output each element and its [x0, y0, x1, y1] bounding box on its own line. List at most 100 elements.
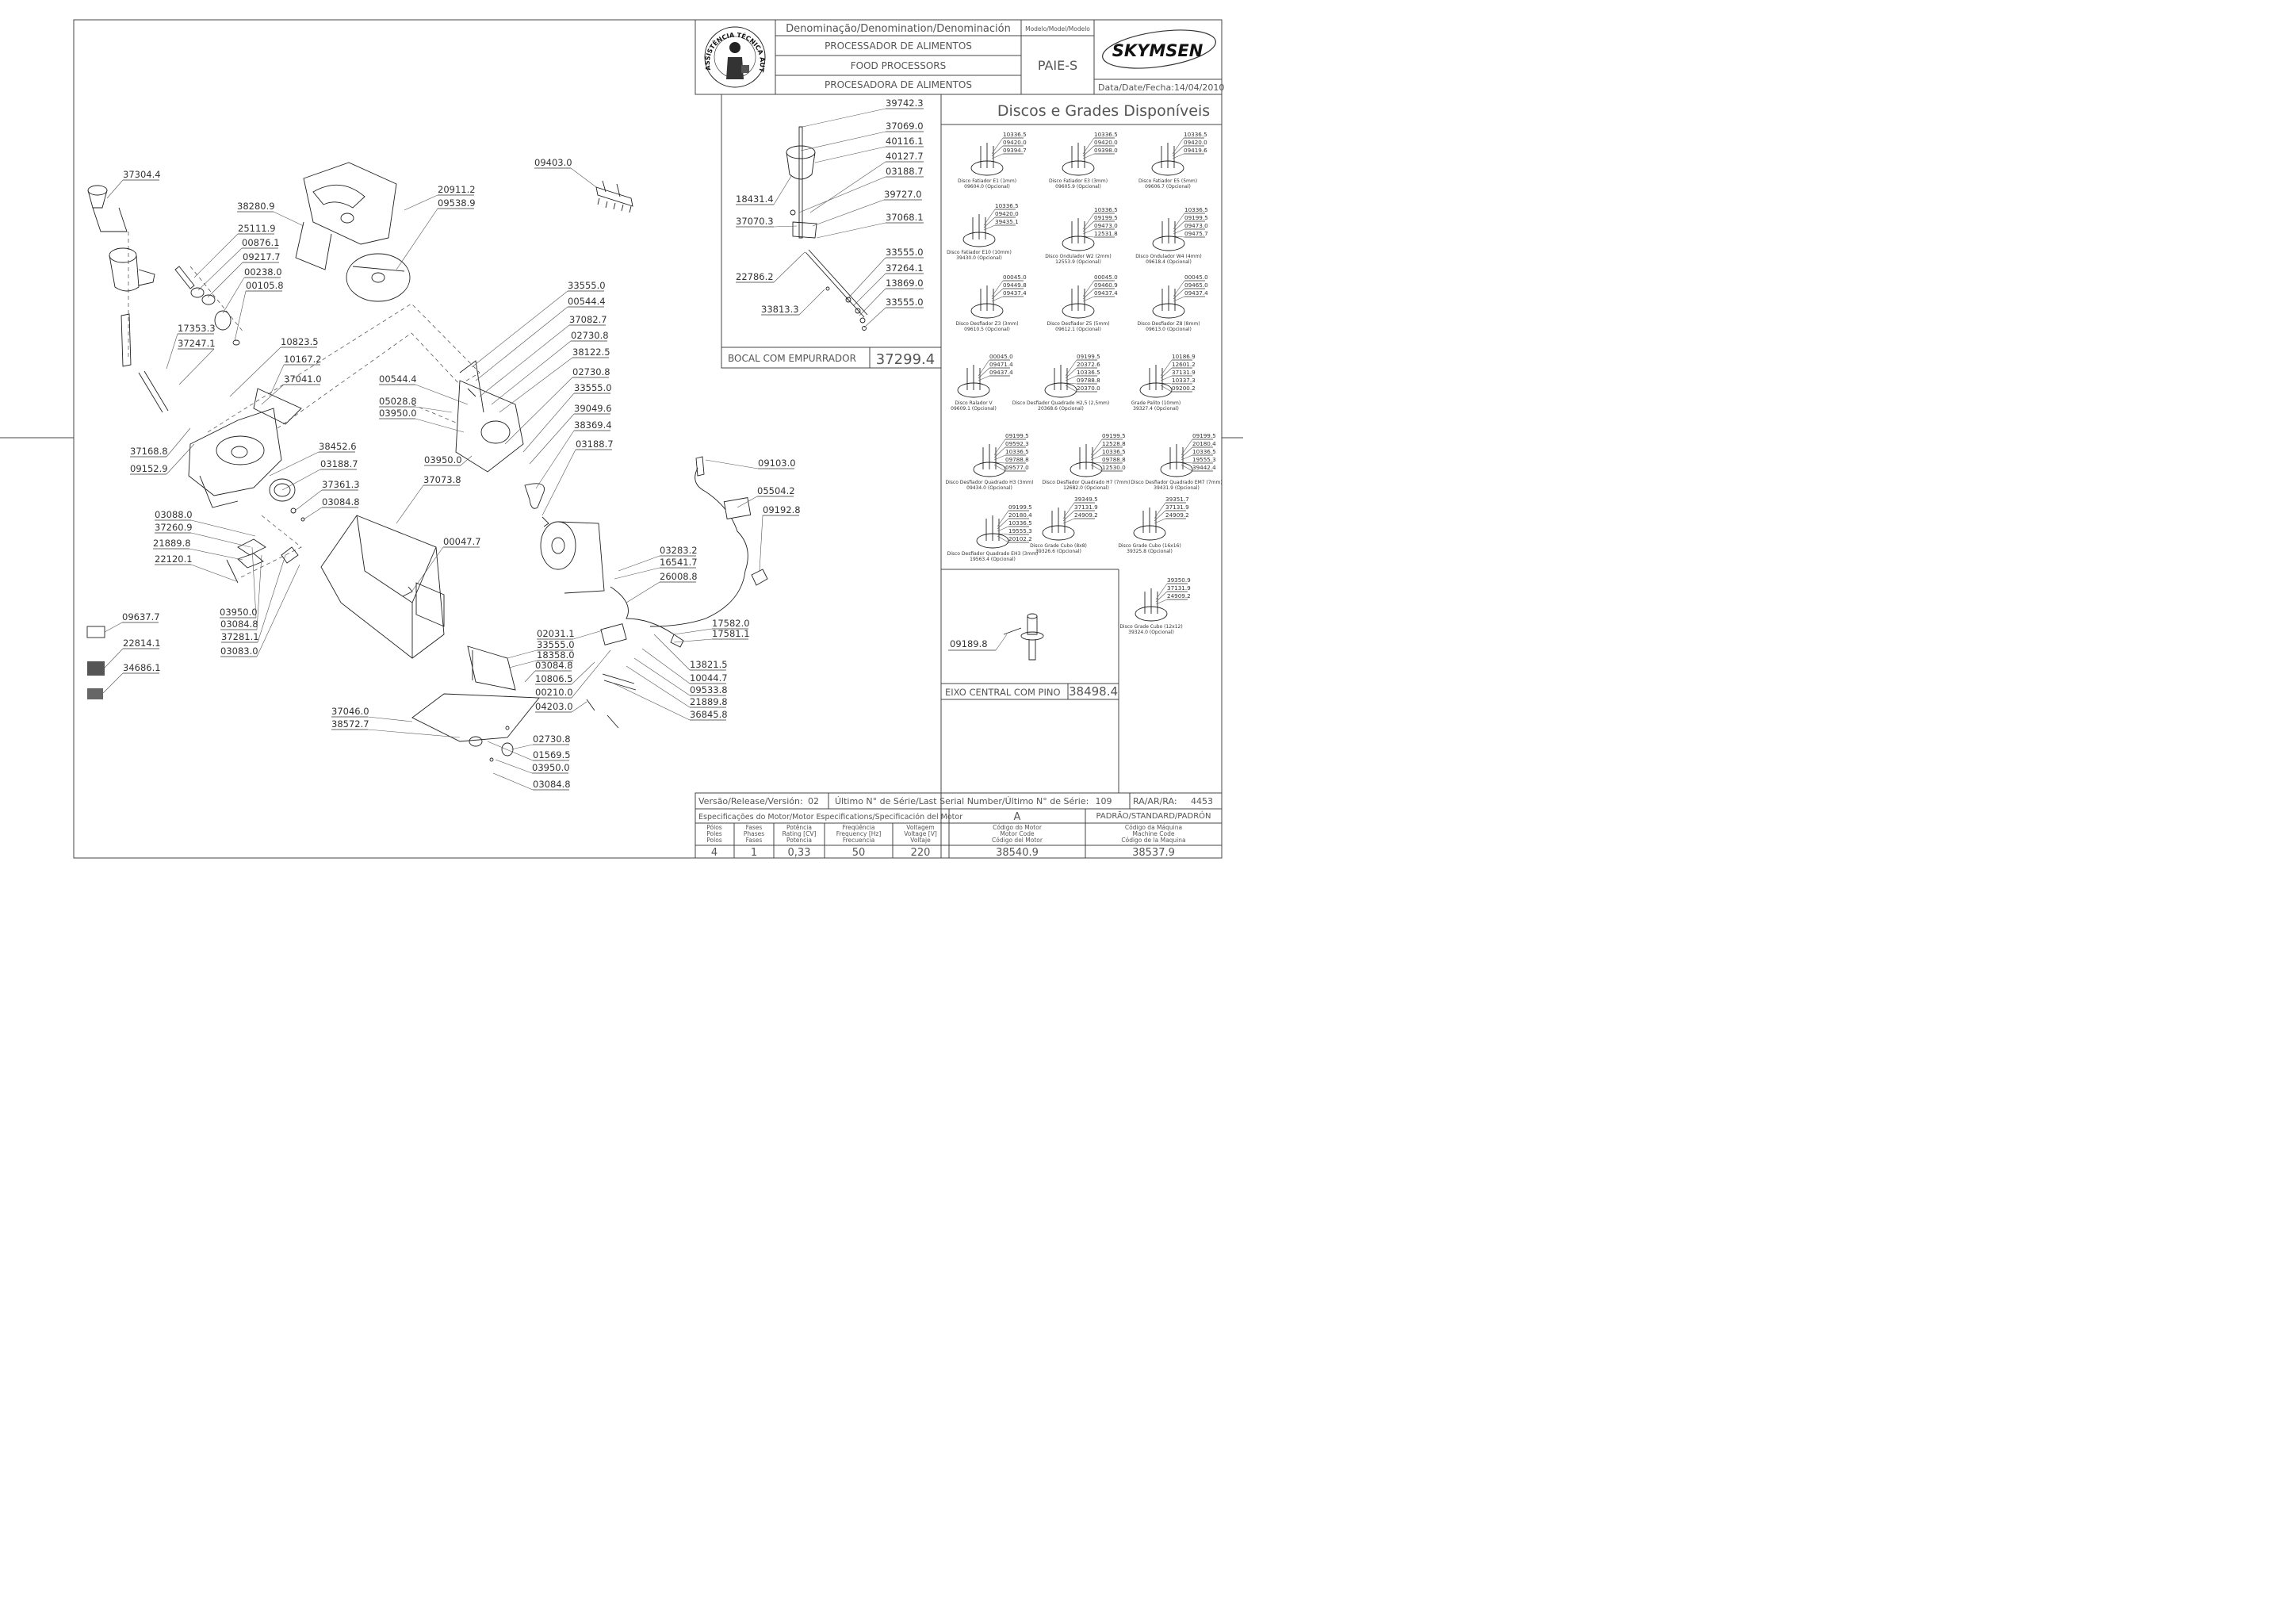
disc-name: Disco Ondulador W2 (2mm)	[1045, 254, 1111, 259]
disc-part-number: 09460.9	[1094, 282, 1118, 289]
part-number: 33813.3	[761, 304, 799, 315]
part-number: 37070.3	[736, 216, 774, 227]
disc-part-number: 20180.4	[1192, 440, 1216, 447]
disc-part-number: 09437.4	[1003, 289, 1027, 297]
main-callout-35: 02730.8	[491, 330, 609, 405]
disc-name: Disco Desfiador Quadrado H3 (3mm)	[945, 480, 1033, 485]
disc-code: 39325.8 (Opcional)	[1127, 549, 1173, 554]
disc-part-number: 10336.5	[1005, 448, 1029, 455]
exploded-view-drawing	[86, 162, 768, 762]
main-callout-67: 04203.0	[535, 701, 587, 713]
main-callout-18: 03188.7	[281, 458, 358, 491]
part-number: 39049.6	[574, 403, 612, 414]
disc-part-number: 10336.5	[1094, 131, 1118, 138]
main-callout-37: 02730.8	[504, 366, 610, 445]
motor-plate-part	[455, 360, 524, 473]
disc-name: Grade Palito (10mm)	[1131, 400, 1181, 406]
part-number: 36845.8	[690, 709, 728, 720]
part-number: 37082.7	[569, 314, 607, 325]
part-number: 22814.1	[123, 638, 161, 649]
footer-table: Versão/Release/Versión: 02 Último N° de …	[695, 792, 1223, 859]
part-number: 03283.2	[660, 545, 698, 556]
main-callout-50: 09192.8	[759, 504, 801, 572]
part-number: 10806.5	[535, 673, 573, 684]
main-callout-46: 37073.8	[396, 474, 461, 524]
part-number: 34686.1	[123, 662, 161, 673]
part-number: 02730.8	[571, 330, 609, 341]
ra-label: RA/AR/RA:	[1133, 796, 1177, 806]
name-en: FOOD PROCESSORS	[851, 60, 946, 71]
part-number: 03084.8	[220, 619, 258, 630]
main-callout-28: 03083.0	[220, 564, 300, 657]
main-callout-65: 21889.8	[626, 665, 728, 708]
main-callout-17: 38452.6	[269, 441, 357, 477]
disc-part-number: 09199.5	[1094, 214, 1118, 221]
ra-value: 4453	[1191, 796, 1213, 806]
part-number: 20911.2	[438, 184, 476, 195]
part-number: 38280.9	[237, 201, 275, 212]
part-number: 03084.8	[535, 660, 573, 671]
disc-part-number: 09199.5	[1077, 353, 1100, 360]
part-number: 10044.7	[690, 672, 728, 684]
disc-part-number: 20372.6	[1077, 361, 1100, 368]
bocal-callout-11: 13869.0	[859, 278, 924, 316]
part-number: 09152.9	[130, 463, 168, 474]
main-callout-58: 18358.0	[508, 649, 575, 668]
housing-part	[188, 388, 302, 508]
part-number: 09192.8	[763, 504, 801, 515]
main-callout-14: 37041.0	[261, 373, 322, 405]
part-number: 25111.9	[238, 223, 276, 234]
disc-part-number: 20370.0	[1077, 385, 1100, 392]
bocal-callout-4: 03188.7	[798, 166, 924, 213]
main-callout-32: 33555.0	[471, 280, 606, 368]
serial-label: Último N° de Série/Last Serial Number/Úl…	[835, 796, 1089, 806]
disc-part-number: 12531.8	[1094, 230, 1118, 237]
part-number: 03188.7	[576, 439, 614, 450]
disc-name: Disco Desfiador Z5 (5mm)	[1047, 321, 1109, 327]
main-callout-48: 09103.0	[705, 458, 796, 469]
disc-code: 39430.0 (Opcional)	[956, 255, 1002, 261]
motor-spec-value: 38540.9	[996, 847, 1039, 859]
disc-part-number: 10336.5	[1184, 206, 1208, 213]
pusher-assembly	[786, 126, 868, 331]
standard-label: PADRÃO/STANDARD/PADRÓN	[1096, 810, 1211, 821]
motor-spec-header: Potência	[786, 824, 812, 831]
main-callout-66: 36845.8	[610, 681, 728, 721]
disc-name: Disco Grade Cubo (8x8)	[1030, 543, 1087, 549]
belt-part	[524, 483, 545, 509]
main-callout-68: 37046.0	[331, 706, 413, 722]
motor-spec-header: Código de la Maquina	[1121, 837, 1185, 844]
disc-item: 09199.520180.410336.519555.339442.4Disco…	[1131, 432, 1222, 491]
main-callout-0: 37304.4	[106, 169, 161, 199]
motor-spec-header: Frequency [Hz]	[836, 830, 882, 837]
part-number: 10167.2	[284, 354, 322, 365]
part-number: 03188.7	[886, 166, 924, 177]
main-callout-31: 34686.1	[102, 662, 161, 694]
disc-name: Disco Desfiador Quadrado H7 (7mm)	[1042, 480, 1130, 485]
disc-name: Disco Fatiador E5 (5mm)	[1138, 178, 1197, 184]
part-number: 38572.7	[331, 718, 369, 730]
svg-text:Data/Date/Fecha:14/04/2010: Data/Date/Fecha:14/04/2010	[1098, 82, 1224, 93]
disc-part-number: 00045.0	[1184, 274, 1208, 281]
main-callout-39: 39049.6	[529, 403, 612, 465]
motor-spec-header: Potencia	[786, 837, 812, 844]
main-callout-63: 10044.7	[641, 648, 728, 684]
nameplate-labels	[86, 626, 105, 699]
part-number: 09403.0	[534, 157, 572, 168]
main-callout-69: 38572.7	[331, 718, 461, 738]
part-number: 21889.8	[690, 696, 728, 707]
part-number: 33555.0	[537, 639, 575, 650]
main-callout-15: 37168.8	[130, 427, 191, 458]
disc-part-number: 09398.0	[1094, 147, 1118, 154]
svg-text:ASSISTÊNCIA TÉCNICA AUTORIZADA: ASSISTÊNCIA TÉCNICA AUTORIZADA	[0, 0, 766, 73]
eixo-part-label: 09189.8	[950, 638, 988, 649]
main-callout-61: 00210.0	[535, 649, 611, 699]
part-number: 33555.0	[886, 247, 924, 258]
motor-spec-header: Rating [CV]	[783, 830, 817, 837]
